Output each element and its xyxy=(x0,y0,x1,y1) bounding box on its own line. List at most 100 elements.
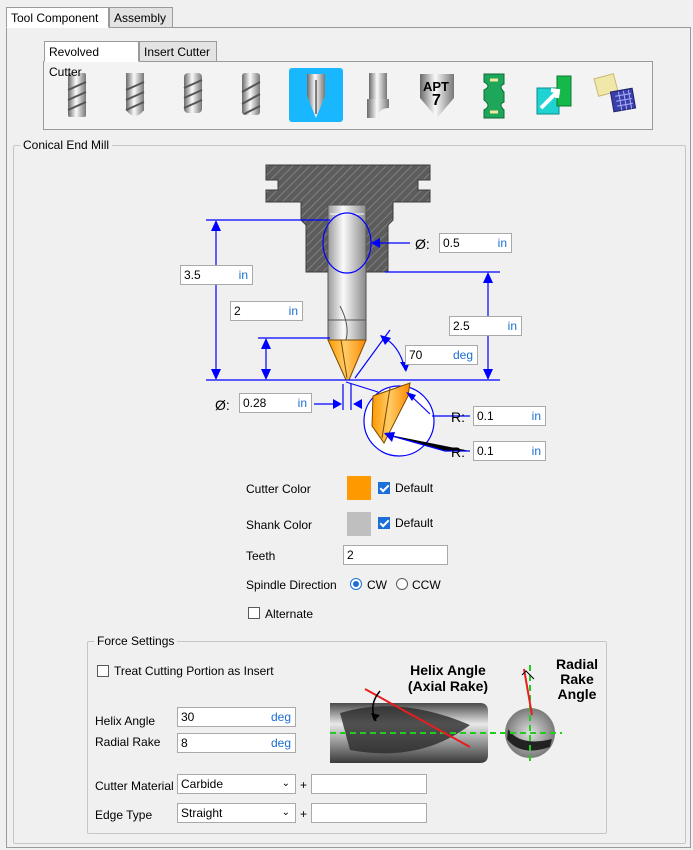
cw-radio[interactable] xyxy=(350,578,362,590)
alternate-checkbox[interactable] xyxy=(248,607,260,619)
tip-diameter-symbol: Ø: xyxy=(215,397,230,413)
edge-extra-input[interactable] xyxy=(311,803,427,823)
cutter-material-select[interactable]: Carbide ⌄ xyxy=(177,774,296,794)
tab-tool-component[interactable]: Tool Component xyxy=(6,7,109,28)
cw-label: CW xyxy=(367,578,387,592)
alternate-label: Alternate xyxy=(265,607,314,621)
shank-color-default-checkbox[interactable] xyxy=(378,517,390,529)
drill-icon xyxy=(241,73,261,115)
flute-length-input[interactable]: 2 in xyxy=(230,301,303,321)
overall-length-value: 3.5 xyxy=(184,268,201,282)
corner-round-mill-button[interactable] xyxy=(352,68,406,122)
edge-plus: + xyxy=(300,807,308,821)
flute-length-value: 2 xyxy=(234,304,241,318)
radius-2-symbol: R: xyxy=(451,444,465,460)
helix-angle-caption: Helix Angle (Axial Rake) xyxy=(403,662,493,694)
unit-label: deg xyxy=(270,736,291,750)
helix-rake-figure xyxy=(330,665,562,765)
overall-length-input[interactable]: 3.5 in xyxy=(180,265,253,285)
radius-1-value: 0.1 xyxy=(477,409,494,423)
radius-2-value: 0.1 xyxy=(477,444,494,458)
helix-angle-label: Helix Angle xyxy=(95,714,156,728)
cutter-material-label: Cutter Material xyxy=(95,779,174,793)
profile-tool-button[interactable] xyxy=(468,68,522,122)
conical-end-mill-group xyxy=(13,145,686,844)
conical-end-mill-button[interactable] xyxy=(289,68,343,122)
import-tool-button[interactable] xyxy=(527,68,581,122)
radial-rake-caption: Radial Rake Angle xyxy=(552,657,602,702)
taper-angle-input[interactable]: 70 deg xyxy=(405,345,478,365)
spindle-direction-label: Spindle Direction xyxy=(246,578,337,592)
ball-end-mill-icon xyxy=(125,73,145,116)
radius-2-input[interactable]: 0.1 in xyxy=(473,441,546,461)
cutter-material-value: Carbide xyxy=(181,777,224,791)
bull-nose-end-mill-button[interactable] xyxy=(166,68,220,122)
ball-end-mill-button[interactable] xyxy=(108,68,162,122)
shank-diameter-symbol: Ø: xyxy=(415,236,430,252)
apt-label-top: APT xyxy=(423,79,449,94)
ccw-label: CCW xyxy=(412,578,441,592)
tool-library-button[interactable] xyxy=(588,68,642,122)
chevron-down-icon: ⌄ xyxy=(281,778,290,789)
helix-angle-value: 30 xyxy=(181,710,195,724)
unit-label: in xyxy=(507,319,517,333)
helix-caption-line1: Helix Angle xyxy=(410,662,486,678)
cutter-color-swatch[interactable] xyxy=(347,476,371,500)
conical-end-mill-icon xyxy=(307,74,325,118)
unit-label: in xyxy=(238,268,248,282)
chevron-down-icon: ⌄ xyxy=(281,807,290,818)
material-extra-input[interactable] xyxy=(311,774,427,794)
shank-color-label: Shank Color xyxy=(246,518,313,532)
radial-caption-line2: Rake xyxy=(560,671,594,687)
tab-insert-cutter[interactable]: Insert Cutter xyxy=(139,41,217,62)
unit-label: in xyxy=(531,444,541,458)
treat-as-insert-label: Treat Cutting Portion as Insert xyxy=(114,664,274,678)
flat-end-mill-button[interactable] xyxy=(50,68,104,122)
shank-diameter-input[interactable]: 0.5 in xyxy=(439,233,512,253)
radial-rake-input[interactable]: 8 deg xyxy=(177,733,296,753)
drill-button[interactable] xyxy=(224,68,278,122)
shank-color-swatch[interactable] xyxy=(347,512,371,536)
corner-round-mill-icon xyxy=(367,73,389,118)
radial-caption-line3: Angle xyxy=(557,686,597,702)
bull-nose-end-mill-icon xyxy=(183,73,203,113)
unit-label: in xyxy=(288,304,298,318)
apt7-tool-icon xyxy=(420,74,454,118)
cutter-color-label: Cutter Color xyxy=(246,482,311,496)
radial-rake-label: Radial Rake xyxy=(95,735,161,749)
shoulder-length-value: 2.5 xyxy=(453,319,470,333)
unit-label: in xyxy=(497,236,507,250)
import-tool-icon xyxy=(536,75,572,115)
edge-type-select[interactable]: Straight ⌄ xyxy=(177,803,296,823)
teeth-input[interactable]: 2 xyxy=(343,545,448,565)
force-settings-title: Force Settings xyxy=(94,634,178,648)
shank-color-default-label: Default xyxy=(395,516,434,530)
radial-rake-value: 8 xyxy=(181,736,188,750)
profile-tool-icon xyxy=(483,73,505,119)
unit-label: in xyxy=(297,396,307,410)
tool-library-icon xyxy=(593,73,637,113)
edge-type-value: Straight xyxy=(181,806,223,820)
ccw-radio[interactable] xyxy=(396,578,408,590)
force-settings-group xyxy=(87,641,607,834)
shank-diameter-value: 0.5 xyxy=(443,236,460,250)
group-title: Conical End Mill xyxy=(20,138,113,152)
radius-1-symbol: R: xyxy=(451,409,465,425)
flat-end-mill-icon xyxy=(67,73,87,117)
taper-angle-value: 70 xyxy=(409,348,423,362)
helix-angle-input[interactable]: 30 deg xyxy=(177,707,296,727)
cutter-color-default-label: Default xyxy=(395,481,434,495)
shoulder-length-input[interactable]: 2.5 in xyxy=(449,316,522,336)
apt-label-bottom: 7 xyxy=(432,92,441,109)
treat-as-insert-checkbox[interactable] xyxy=(97,665,109,677)
material-plus: + xyxy=(300,778,308,792)
tab-revolved-cutter[interactable]: Revolved Cutter xyxy=(44,41,139,79)
tool-diagram xyxy=(206,164,500,457)
radial-caption-line1: Radial xyxy=(555,656,598,672)
cutter-color-default-checkbox[interactable] xyxy=(378,482,390,494)
unit-label: deg xyxy=(270,710,291,724)
unit-label: deg xyxy=(452,348,473,362)
apt7-tool-button[interactable]: APT 7 xyxy=(410,68,464,122)
